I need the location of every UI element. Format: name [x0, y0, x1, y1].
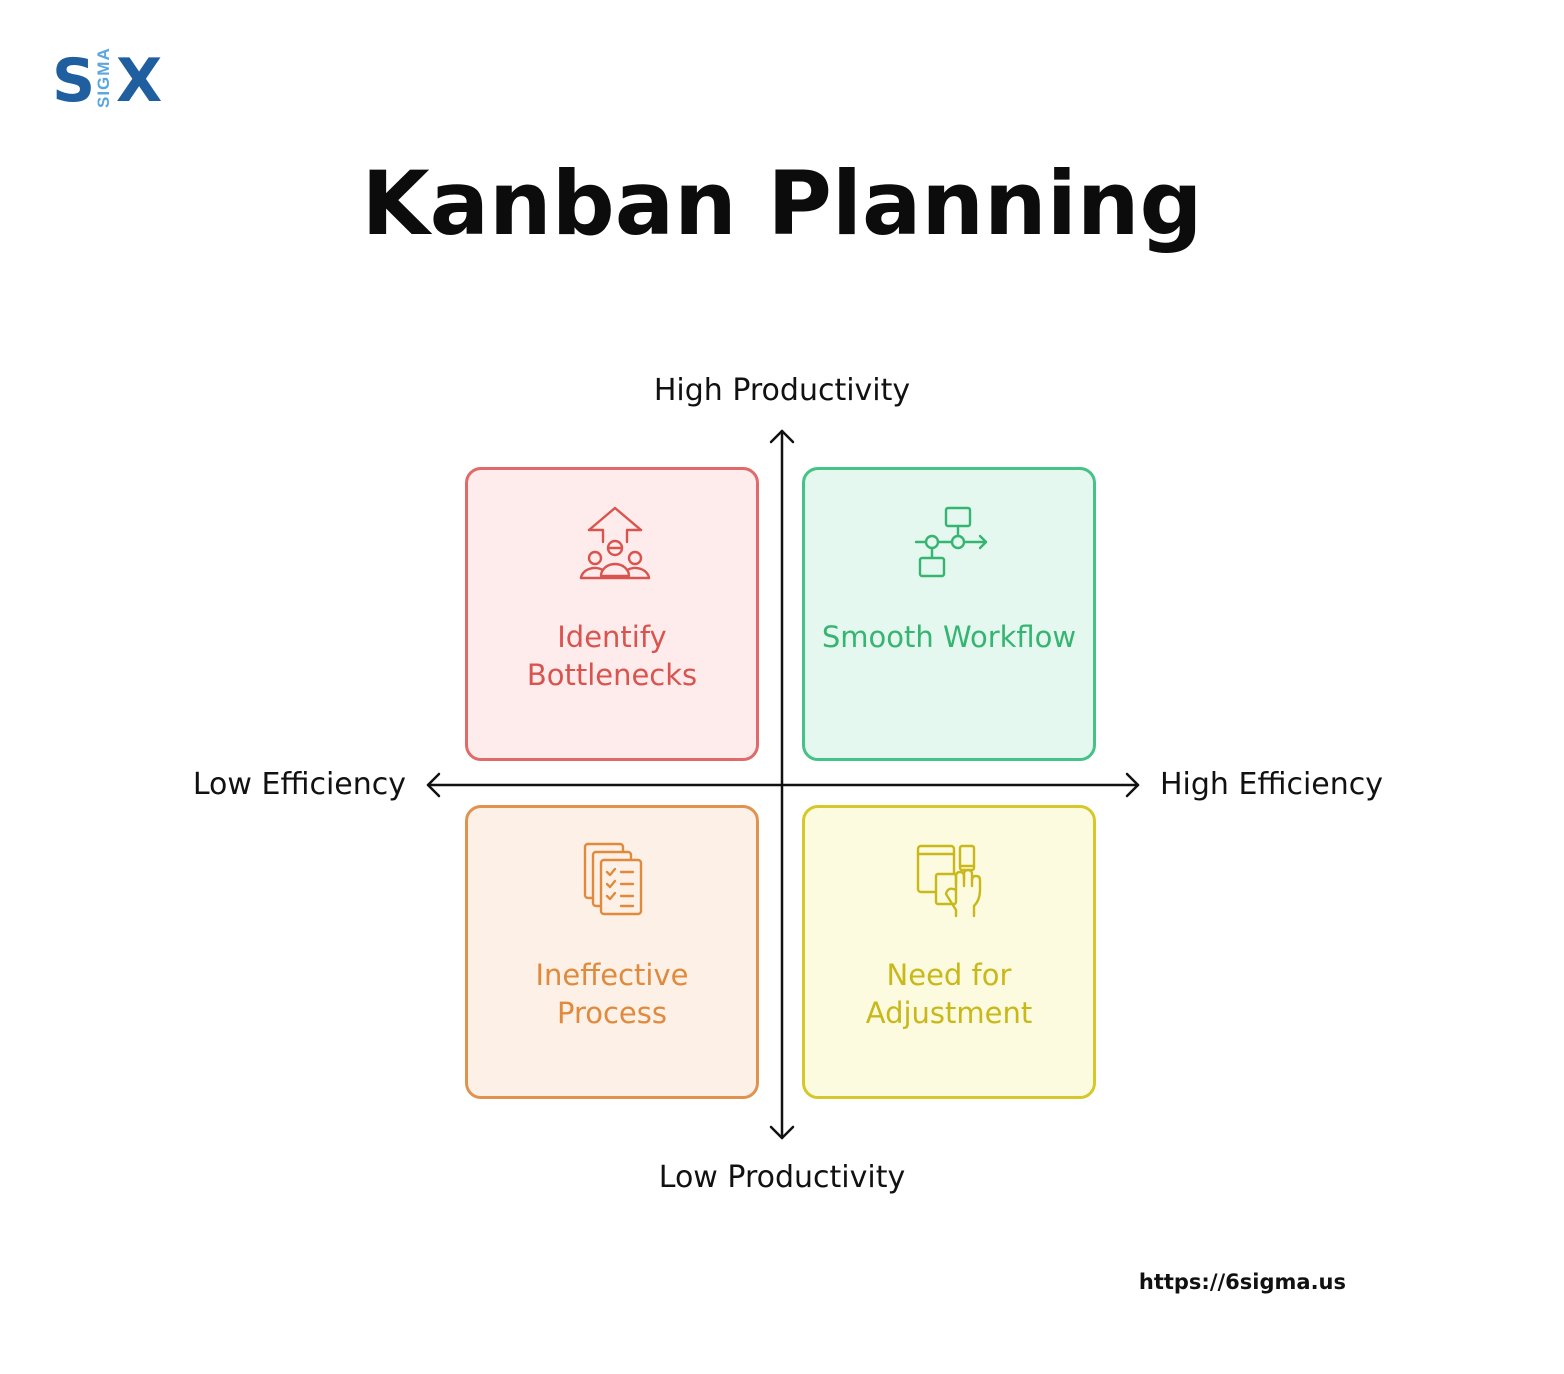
quadrant-label: Ineffective Process — [535, 958, 689, 1030]
arrow-up-icon — [769, 429, 795, 444]
quadrant-ineffective-process: Ineffective Process — [465, 805, 759, 1099]
checklist-documents-icon — [583, 842, 643, 916]
quadrant-smooth-workflow: Smooth Workflow — [802, 467, 1096, 761]
arrow-up-team-icon — [579, 506, 651, 580]
footer-url: https://6sigma.us — [1138, 1270, 1346, 1294]
axis-label-high-productivity: High Productivity — [653, 373, 911, 408]
devices-hand-icon — [916, 844, 982, 918]
arrow-down-icon — [769, 1125, 795, 1140]
brand-logo: S SIGMA X — [52, 46, 164, 116]
arrow-right-icon — [1125, 772, 1140, 798]
axis-label-low-productivity: Low Productivity — [658, 1160, 906, 1195]
flowchart-icon — [914, 506, 988, 578]
quadrant-label: Identify Bottlenecks — [526, 620, 698, 692]
quadrant-need-for-adjustment: Need for Adjustment — [802, 805, 1096, 1099]
quadrant-label: Need for Adjustment — [865, 958, 1033, 1030]
quadrant-identify-bottlenecks: Identify Bottlenecks — [465, 467, 759, 761]
axis-label-low-efficiency: Low Efficiency — [192, 767, 406, 802]
axis-label-high-efficiency: High Efficiency — [1160, 767, 1383, 802]
logo-letter-x: X — [116, 46, 163, 116]
quadrant-label: Smooth Workflow — [821, 620, 1077, 654]
logo-letter-s: S — [52, 46, 96, 116]
arrow-left-icon — [426, 772, 441, 798]
page-title: Kanban Planning — [361, 152, 1203, 255]
